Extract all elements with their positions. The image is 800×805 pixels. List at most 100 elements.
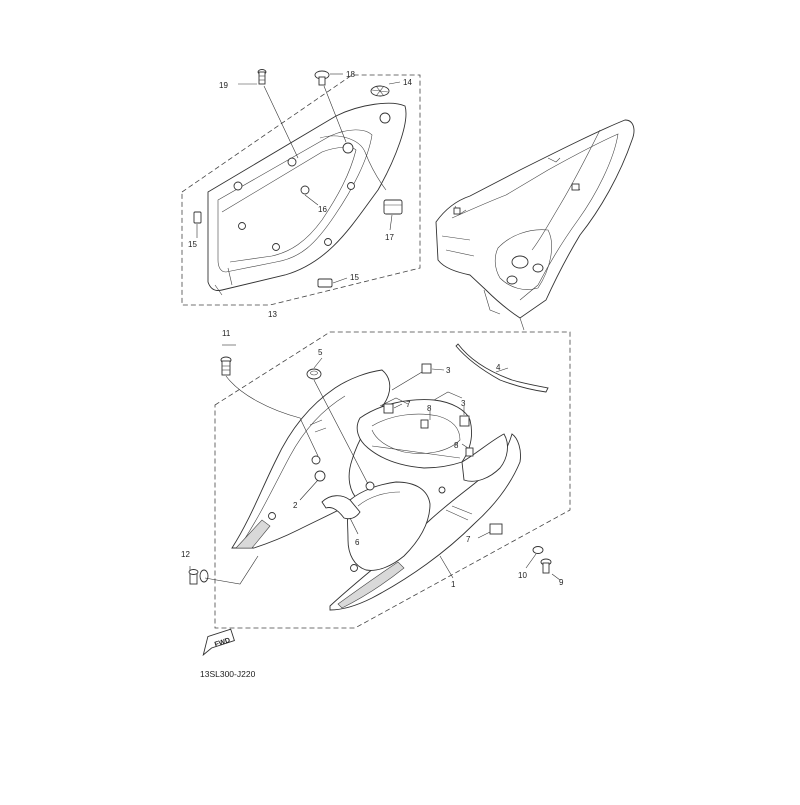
rear-frame [435, 119, 635, 331]
leader-6 [349, 517, 359, 535]
mount-hole [438, 486, 446, 494]
callout-16: 16 [318, 205, 327, 214]
mount-hole [324, 238, 332, 246]
callout-11: 11 [222, 329, 231, 338]
callout-7b: 7 [466, 535, 471, 544]
leader-5 [313, 357, 323, 369]
diagram-code: 13SL300-J220 [200, 669, 256, 679]
collar-10 [532, 546, 544, 554]
leader-7b [477, 531, 491, 539]
mount-hole [268, 512, 276, 520]
lower-assembly-group [188, 331, 571, 629]
damper-15-left [193, 211, 202, 224]
mount-hole [287, 157, 297, 167]
mount-hole [272, 243, 280, 251]
callout-15a: 15 [188, 240, 197, 249]
center-edge [357, 491, 401, 507]
screw-9 [540, 558, 552, 574]
mount-hole [350, 564, 358, 572]
callout-5: 5 [318, 348, 323, 357]
callout-15b: 15 [350, 273, 359, 282]
inner-bracket [356, 399, 473, 469]
callout-2: 2 [293, 501, 298, 510]
bolt-19 [257, 69, 267, 85]
leader-11 [225, 375, 319, 457]
leader-2 [299, 479, 319, 501]
cover-shade [235, 519, 271, 549]
leader-7a [393, 403, 403, 409]
leader-17 [389, 214, 393, 231]
mount-hole [233, 181, 243, 191]
panel-inner-edge [217, 129, 373, 273]
bracket-tabs [379, 391, 463, 407]
leader-10 [525, 553, 537, 569]
mount-hole [311, 455, 321, 465]
clip-8-upper [420, 419, 429, 429]
leader-16 [304, 194, 319, 206]
leader-1 [439, 555, 454, 579]
cover-text [309, 419, 327, 433]
damper-17 [383, 199, 403, 215]
leader-3a [431, 368, 445, 371]
callout-19: 19 [219, 81, 228, 90]
clip-8-lower [465, 447, 474, 457]
group-boundary-13 [181, 74, 421, 306]
panel-recess [221, 146, 357, 263]
callout-3b: 3 [461, 399, 466, 408]
callout-labels: 19 18 14 16 15 17 15 13 11 5 3 4 7 8 3 8… [181, 70, 564, 589]
callout-7a: 7 [406, 400, 411, 409]
leader-14 [388, 81, 401, 85]
callout-6: 6 [355, 538, 360, 547]
leader-8b [461, 443, 469, 449]
leader-15b [332, 277, 348, 284]
upper-assembly-group [181, 69, 421, 306]
mount-hole [347, 182, 355, 190]
callout-18: 18 [346, 70, 355, 79]
bracket-ridge [371, 445, 461, 459]
leader-9 [551, 573, 561, 581]
leader-3a-to-part [391, 371, 423, 391]
callout-14: 14 [403, 78, 412, 87]
callout-10: 10 [518, 571, 527, 580]
leader-12 [204, 555, 259, 585]
grommet-socket [379, 112, 391, 124]
callout-3a: 3 [446, 366, 451, 375]
mount-hole [238, 222, 246, 230]
callout-8a: 8 [427, 404, 432, 413]
leader-5-to-cover [313, 379, 369, 485]
cap-14 [370, 85, 390, 97]
callout-13: 13 [268, 310, 277, 319]
bracket-inner [371, 413, 461, 454]
rivet-18 [314, 70, 330, 86]
callout-12: 12 [181, 550, 190, 559]
cover-rail [461, 433, 508, 482]
panel-tab [214, 267, 233, 296]
callout-8b: 8 [454, 441, 459, 450]
fwd-arrow: FWD [202, 628, 235, 657]
strip-4 [455, 343, 549, 393]
callout-9: 9 [559, 578, 564, 587]
grommet-16 [300, 185, 310, 195]
callout-4: 4 [496, 363, 501, 372]
duct-6 [321, 495, 361, 520]
grommet-5 [306, 368, 322, 380]
damper-15-right [317, 278, 333, 288]
grommet-2 [314, 470, 326, 482]
panel-ridge [319, 135, 387, 191]
nut-3-lower [459, 415, 470, 427]
mount-hole [342, 142, 354, 154]
fwd-label: FWD [214, 637, 231, 649]
cover-edge [243, 395, 346, 541]
side-cover-center [347, 481, 431, 571]
callout-17: 17 [385, 233, 394, 242]
cover-shade [337, 561, 405, 609]
leader-18-to-panel [323, 85, 347, 143]
leader-4 [495, 367, 509, 373]
bolt-11 [220, 356, 232, 376]
nut-3-upper [421, 363, 432, 374]
damper-7-upper [383, 403, 394, 414]
mount-hole [365, 481, 375, 491]
screw-12 [188, 569, 209, 585]
